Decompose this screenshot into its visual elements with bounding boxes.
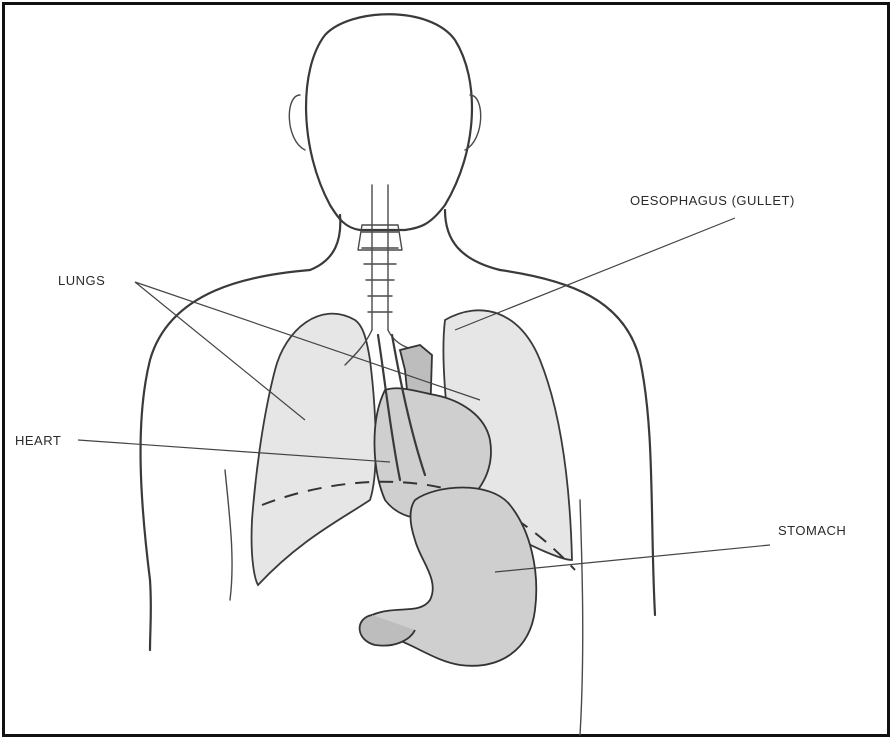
label-oesophagus: OESOPHAGUS (GULLET) — [630, 193, 795, 208]
lungs-leader-left — [135, 282, 305, 420]
left-ear — [289, 95, 305, 150]
neck-right — [445, 210, 500, 270]
trachea — [372, 185, 388, 330]
larynx — [358, 225, 402, 250]
neck-left — [310, 215, 340, 270]
label-lungs: LUNGS — [58, 273, 105, 288]
trachea-rings — [362, 232, 398, 312]
stomach-leader — [495, 545, 770, 572]
left-lung — [252, 314, 376, 585]
label-stomach: STOMACH — [778, 523, 846, 538]
right-arm-inner — [580, 500, 583, 735]
oesophagus-leader — [455, 218, 735, 330]
left-arm-inner — [225, 470, 232, 600]
head-outline — [306, 14, 472, 230]
label-heart: HEART — [15, 433, 61, 448]
